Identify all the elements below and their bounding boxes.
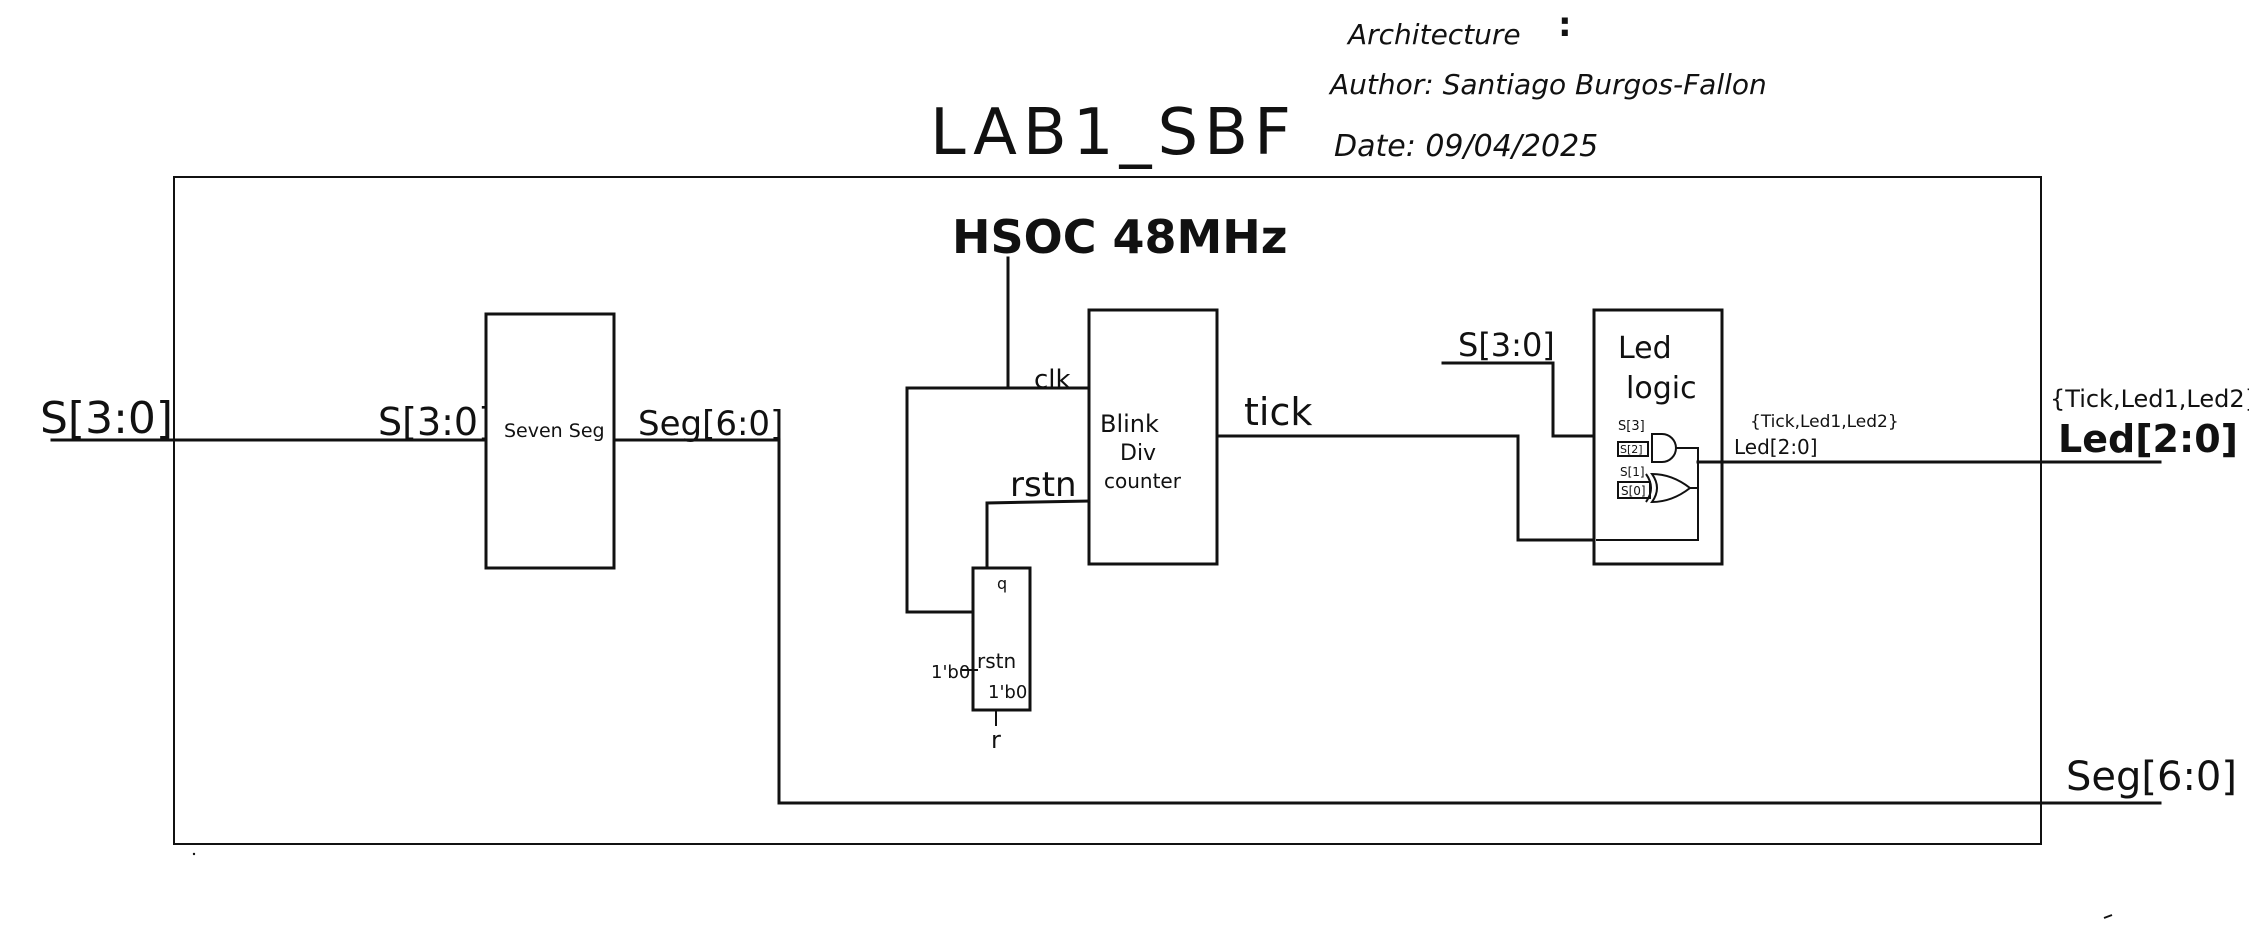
date-label: Date: 09/04/2025 (1334, 129, 1598, 164)
led-group-port-label: {Tick,Led1,Led2} (2050, 385, 2249, 413)
seg-output-port-label: Seg[6:0] (2066, 754, 2237, 800)
blink-counter-label-line1: Blink (1100, 410, 1159, 438)
reset-reg-r-label: r (991, 726, 1001, 754)
s-input-port-label: S[3:0] (40, 393, 173, 444)
rstn-wire (985, 499, 1091, 570)
reset-reg-rstn-label: rstn (977, 649, 1016, 673)
reset-reg-init-bottom-label: 1'b0 (988, 682, 1027, 703)
seven-seg-block (484, 312, 616, 570)
rstn-pin-label: rstn (1010, 465, 1077, 505)
or-gate-icon (1650, 472, 1692, 504)
top-level-boundary (173, 176, 2042, 845)
gate-input-s2-label: S[2] (1620, 443, 1643, 456)
led-output-port-label: Led[2:0] (2058, 417, 2238, 461)
stray-dot-bottom-left (192, 852, 196, 856)
reset-register-block (971, 566, 1032, 712)
seven-seg-input-label: S[3:0] (378, 400, 493, 444)
blink-counter-label-line3: counter (1104, 469, 1182, 493)
reset-reg-q-label: q (997, 574, 1007, 593)
and-gate-icon (1651, 433, 1677, 463)
led-logic-label-line1: Led (1618, 331, 1672, 366)
led-logic-out-group-label: {Tick,Led1,Led2} (1750, 412, 1899, 432)
tick-signal-label: tick (1244, 390, 1312, 434)
architecture-colon: : (1558, 5, 1572, 45)
seven-seg-output-label: Seg[6:0] (638, 404, 783, 444)
gate-input-s2-box (1617, 441, 1649, 457)
or-gate-extra-arc (1645, 473, 1652, 503)
reg-clock-feedback-wire (905, 386, 980, 614)
blink-counter-block (1087, 308, 1219, 566)
stray-mark-bottom-right (2103, 914, 2113, 919)
led-logic-input-label: S[3:0] (1458, 326, 1555, 364)
clk-pin-label: clk (1034, 365, 1071, 395)
reset-reg-init-left-label: 1'b0 (931, 662, 970, 683)
led-logic-block (1592, 308, 1724, 566)
led-logic-out-bus-label: Led[2:0] (1734, 435, 1818, 459)
seg-output-wire (612, 438, 2162, 805)
seven-seg-block-label: Seven Seg (504, 420, 605, 442)
gate-input-s3-label: S[3] (1618, 419, 1645, 434)
gate-output-wire (1596, 447, 1699, 541)
diagram-title: LAB1_SBF (930, 96, 1297, 170)
blink-counter-label-line2: Div (1120, 441, 1156, 466)
gate-input-s0-label: S[0] (1621, 484, 1646, 498)
gate-input-s1-label: S[1] (1620, 465, 1645, 479)
author-label: Author: Santiago Burgos-Fallon (1328, 68, 1767, 101)
led-logic-label-line2: logic (1626, 371, 1697, 406)
architecture-label: Architecture (1346, 18, 1521, 51)
tick-wire (1215, 434, 1596, 542)
clock-label: HSOC 48MHz (952, 210, 1288, 264)
